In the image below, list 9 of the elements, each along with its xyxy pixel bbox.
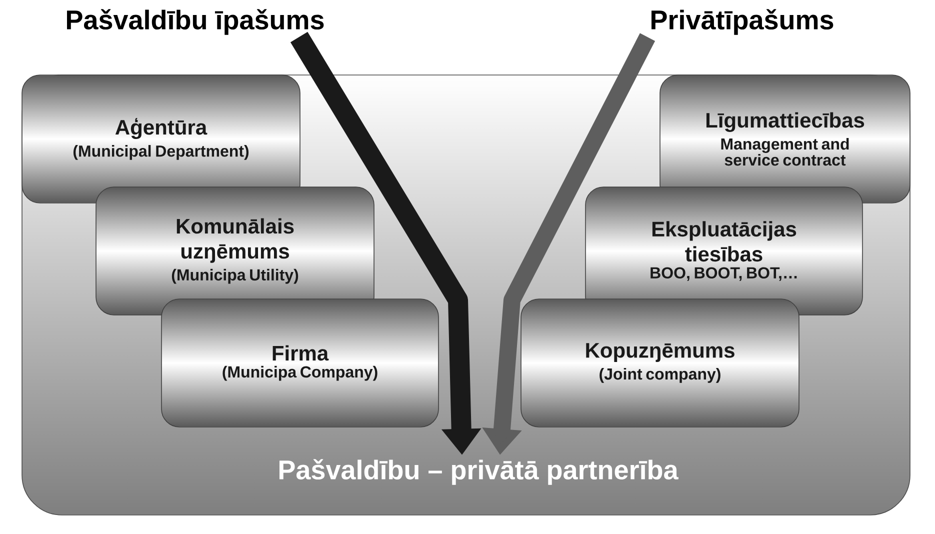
heading: Pašvaldību īpašums	[67, 9, 324, 35]
rounded-box: Aģentūra (Municipal Department)	[22, 74, 300, 204]
rounded-box: Kopuzŋēmums (Joint company)	[520, 298, 800, 428]
rounded-box: Ekspluatācijas tiesības BOO, BOOT, BOT,…	[585, 186, 863, 316]
rounded-box: Firma (Municipa Company)	[161, 298, 439, 428]
rounded-box: Līgumattiecības Management and service contract	[660, 74, 910, 204]
rounded-box: Komunālais uzŋēmums (Municipa Utility)	[96, 186, 374, 316]
caption-text: Pašvaldību – privātā partnerība	[279, 459, 678, 485]
heading: Privātīpašums	[652, 9, 834, 35]
